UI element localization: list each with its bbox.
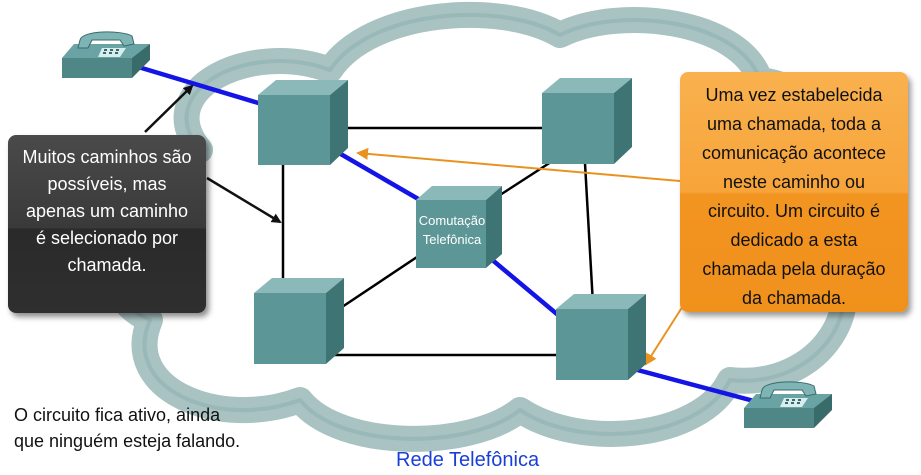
telephone-icon — [744, 381, 832, 428]
telephone-icon — [62, 31, 150, 78]
network-label: Rede Telefônica — [396, 449, 540, 471]
callout-arrows-left — [144, 84, 282, 224]
right-callout-line: da chamada. — [741, 288, 847, 308]
switch-bottom-left — [254, 278, 344, 364]
arrow-to-circuit — [356, 147, 681, 182]
left-callout-line: é selecionado por — [35, 228, 179, 248]
left-callout: Muitos caminhos são possíveis, mas apena… — [8, 135, 206, 313]
arrow-to-paths — [206, 176, 282, 224]
right-callout: Uma vez estabelecida uma chamada, toda a… — [680, 72, 908, 312]
right-callout-line: dedicado a esta — [730, 230, 858, 250]
switch-top-right — [542, 78, 632, 164]
arrow-to-phone-link — [144, 84, 194, 133]
center-switch-label-line1: Comutação — [418, 213, 486, 228]
note-line: que ninguém esteja falando. — [14, 431, 241, 451]
right-callout-line: circuito. Um circuito é — [707, 201, 881, 221]
right-callout-line: neste caminho ou — [722, 172, 866, 192]
left-callout-line: Muitos caminhos são — [22, 147, 192, 167]
switch-center — [416, 186, 502, 268]
telephone-network-cloud — [98, 1, 858, 452]
circuit-active-note: O circuito fica ativo, ainda que ninguém… — [14, 402, 274, 454]
center-switch-label: Comutação Telefônica — [414, 211, 490, 249]
right-callout-line: uma chamada, toda a — [706, 114, 882, 134]
left-callout-line: apenas um caminho — [25, 201, 189, 221]
right-callout-line: comunicação acontece — [701, 143, 887, 163]
note-line: O circuito fica ativo, ainda — [14, 405, 221, 425]
switch-top-left — [258, 80, 348, 165]
left-callout-line: chamada. — [67, 255, 147, 275]
switch-bottom-right — [556, 294, 646, 380]
circuit-phone-to-switch — [132, 63, 278, 111]
center-switch-label-line2: Telefônica — [422, 232, 482, 247]
right-callout-line: chamada pela duração — [702, 259, 886, 279]
circuit-switch-to-phone — [627, 365, 768, 407]
left-callout-line: possíveis, mas — [47, 174, 167, 194]
right-callout-line: Uma vez estabelecida — [705, 85, 883, 105]
link-center-bottomleft — [329, 253, 421, 317]
